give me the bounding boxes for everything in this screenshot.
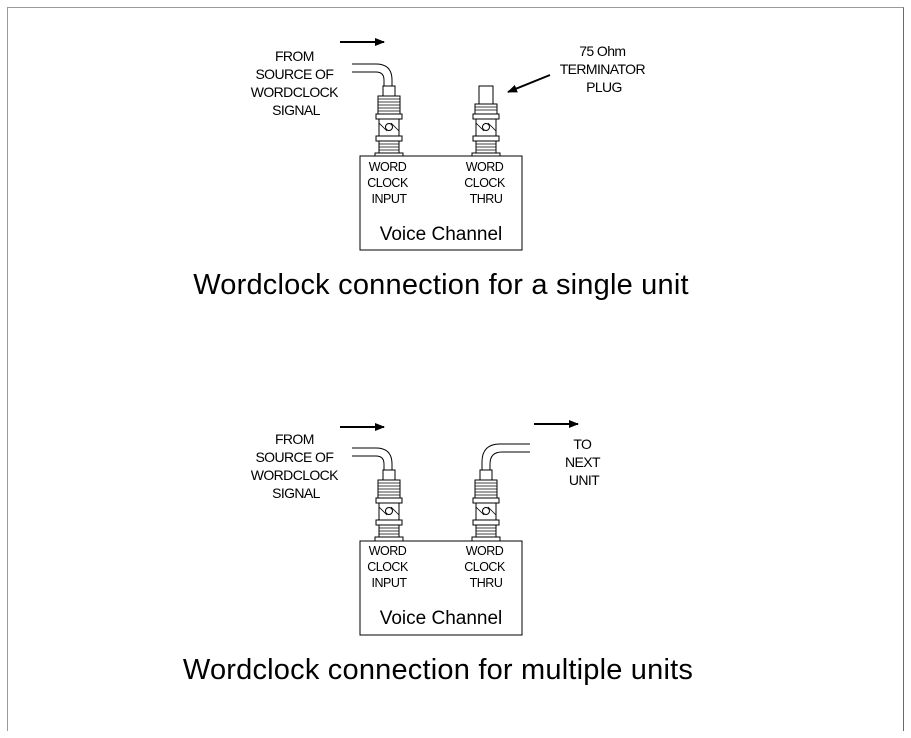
single-terminator-plug [471,85,501,160]
multiple-thru-cable [481,443,530,472]
single-input-label: WORD CLOCK INPUT [367,160,411,206]
multiple-input-label: WORD CLOCK INPUT [367,544,411,590]
multiple-units-diagram: FROM SOURCE OF WORDCLOCK SIGNAL TO NEXT … [183,420,693,686]
single-unit-diagram: FROM SOURCE OF WORDCLOCK SIGNAL 75 Ohm T… [193,38,689,301]
multiple-unit-name: Voice Channel [380,608,503,629]
single-input-cable [352,63,393,88]
single-caption: Wordclock connection for a single unit [193,269,689,301]
single-terminator-arrow [507,74,551,93]
single-unit-box [359,155,523,251]
multiple-thru-connector [471,469,501,544]
single-input-connector [374,85,404,160]
multiple-thru-label: WORD CLOCK THRU [464,544,508,590]
single-unit-name: Voice Channel [380,224,503,245]
multiple-input-cable [352,447,393,472]
multiple-caption: Wordclock connection for multiple units [183,654,693,686]
single-thru-label: WORD CLOCK THRU [464,160,508,206]
single-terminator-label: 75 Ohm TERMINATOR PLUG [560,43,649,95]
multiple-source-label: FROM SOURCE OF WORDCLOCK SIGNAL [251,431,341,501]
multiple-input-connector [374,469,404,544]
multiple-next-label: TO NEXT UNIT [565,436,603,488]
page-frame [7,7,904,731]
multiple-unit-box [359,540,523,636]
single-source-label: FROM SOURCE OF WORDCLOCK SIGNAL [251,48,341,118]
